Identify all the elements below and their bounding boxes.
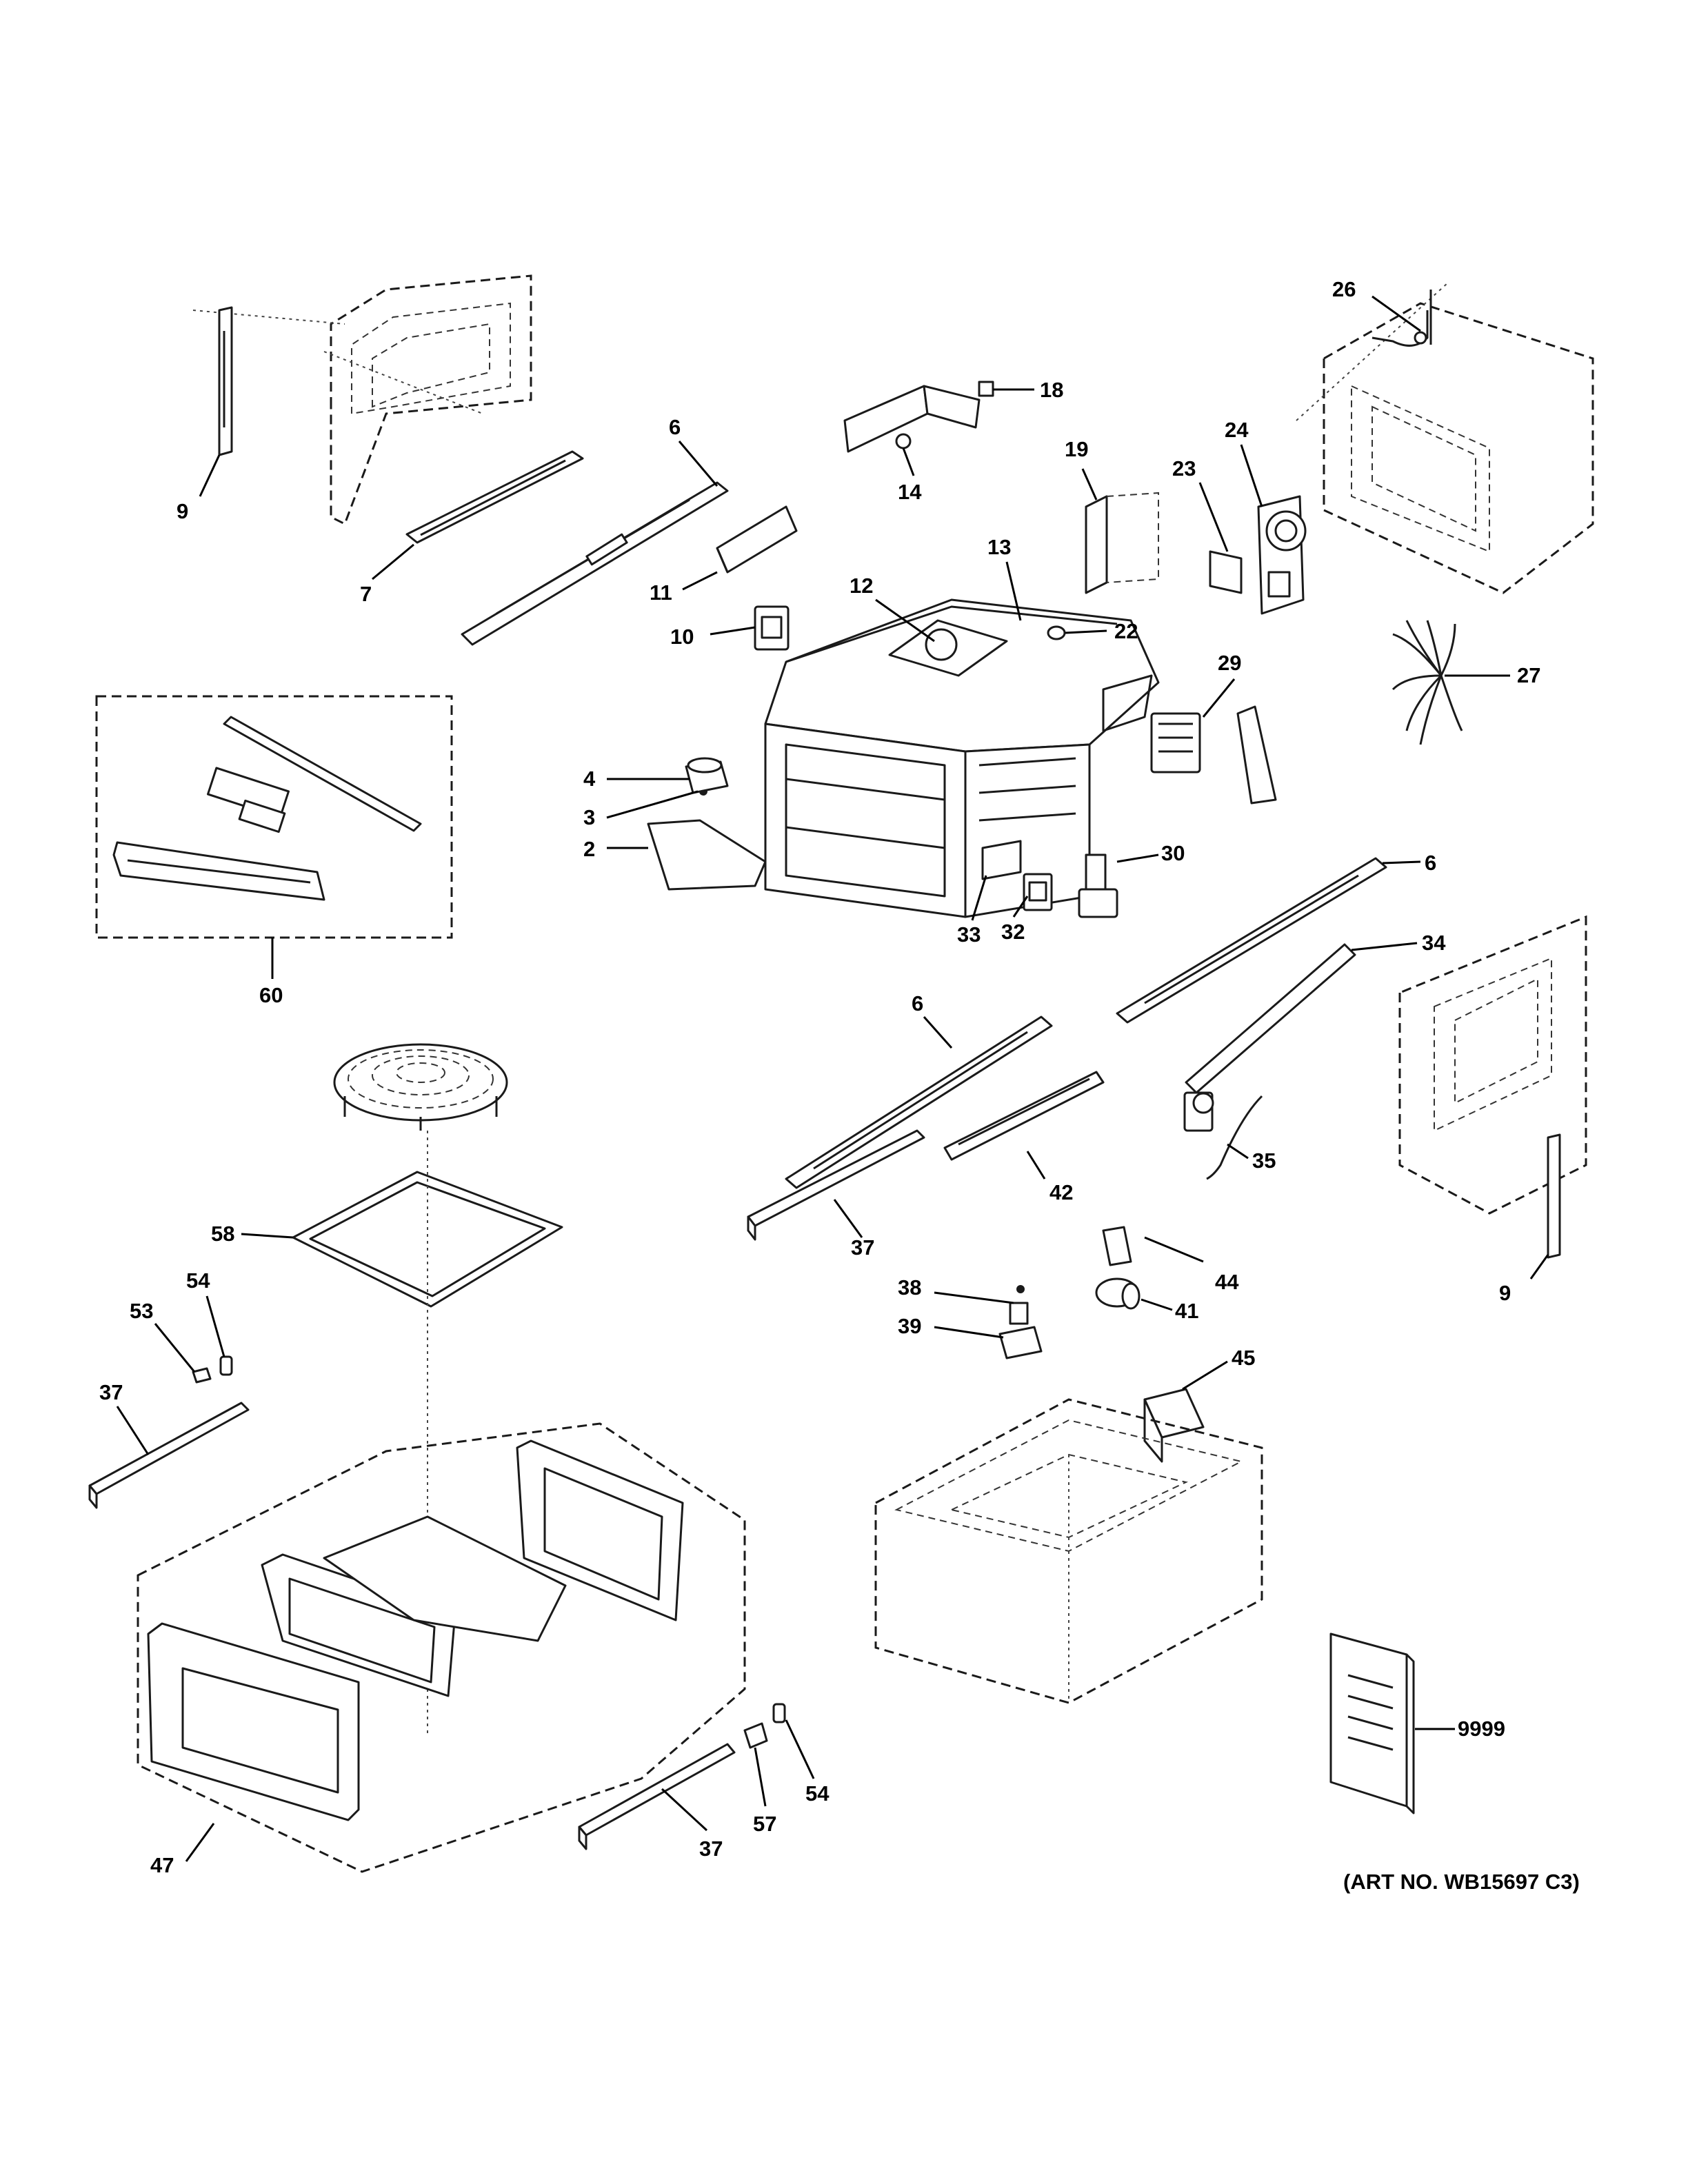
callout-22: 22 — [1114, 619, 1138, 643]
part-22-thermal-fuse — [1047, 625, 1066, 640]
left-outer-cabinet-panel — [192, 274, 532, 526]
callout-39: 39 — [898, 1314, 921, 1338]
slide-rail-part-6-mid — [785, 1015, 1053, 1189]
callout-14: 14 — [898, 480, 922, 504]
callout-9999: 9999 — [1458, 1717, 1505, 1741]
part-54-spring-lower — [772, 1703, 786, 1723]
callout-37-left: 37 — [99, 1380, 123, 1404]
callout-38: 38 — [898, 1275, 921, 1300]
callout-4: 4 — [583, 767, 596, 791]
part-35-wire — [1206, 1095, 1263, 1180]
part-19-filter-frame — [1085, 492, 1159, 594]
part-38-screw — [1016, 1285, 1025, 1293]
part-45-transformer — [1143, 1388, 1205, 1463]
part-33-cover — [981, 840, 1022, 880]
manual-part-9999 — [1329, 1632, 1415, 1814]
callout-54-upper: 54 — [186, 1268, 210, 1293]
callout-30: 30 — [1161, 841, 1185, 865]
part-30-stirrer-motor — [1078, 853, 1118, 918]
callout-6-top: 6 — [669, 415, 681, 439]
slide-rail-part-6-top — [461, 481, 729, 646]
callout-27: 27 — [1517, 663, 1540, 687]
part-32-switch — [1023, 873, 1053, 911]
part-54-spring-upper — [219, 1355, 233, 1376]
callout-6-right: 6 — [1425, 851, 1436, 875]
callout-57: 57 — [753, 1812, 776, 1836]
callout-37-mid: 37 — [851, 1235, 874, 1260]
callout-29: 29 — [1218, 651, 1241, 675]
callout-18: 18 — [1040, 378, 1063, 402]
callout-47: 47 — [150, 1853, 174, 1877]
side-trim-part-9-right — [1547, 1133, 1561, 1259]
rail-part-37-bottom — [578, 1743, 736, 1850]
callout-24: 24 — [1225, 418, 1249, 442]
callout-33: 33 — [957, 922, 981, 947]
callout-58: 58 — [211, 1222, 234, 1246]
callout-3: 3 — [583, 805, 595, 829]
part-10-interlock-switch — [754, 605, 790, 651]
door-assembly-part-47 — [137, 1422, 746, 1873]
part-14-bracket — [843, 385, 981, 453]
callout-35: 35 — [1252, 1149, 1276, 1173]
part-39-bracket — [998, 1302, 1043, 1359]
bracket-part-34 — [1183, 943, 1356, 1132]
art-number: (ART NO. WB15697 C3) — [1343, 1870, 1580, 1894]
callout-10: 10 — [670, 625, 694, 649]
callout-41: 41 — [1175, 1299, 1198, 1323]
part-53-hinge-left — [192, 1367, 212, 1384]
callout-13: 13 — [987, 535, 1011, 559]
vent-grille-part-42 — [943, 1071, 1105, 1161]
callout-42: 42 — [1049, 1180, 1073, 1204]
rail-part-37-left — [88, 1402, 250, 1509]
callout-leaders — [116, 295, 1549, 1862]
control-panel-assembly-part-60 — [95, 695, 453, 939]
callout-2: 2 — [583, 837, 595, 861]
callout-9-right: 9 — [1499, 1281, 1511, 1305]
callout-19: 19 — [1065, 437, 1088, 461]
part-2-tray-plate — [647, 819, 767, 891]
callout-32: 32 — [1001, 920, 1025, 944]
rail-part-37-mid — [747, 1129, 925, 1241]
turntable-rack — [333, 1043, 508, 1131]
part-57-hinge — [743, 1722, 768, 1749]
part-24-fan-assembly — [1257, 495, 1307, 615]
callout-44: 44 — [1215, 1270, 1239, 1294]
callout-7: 7 — [360, 582, 372, 606]
vent-grille-part-7 — [405, 450, 584, 544]
callout-37-bottom: 37 — [699, 1837, 723, 1861]
right-outer-cabinet-panel — [1296, 282, 1594, 594]
slide-rail-part-6-right — [1116, 857, 1387, 1024]
callout-45: 45 — [1232, 1346, 1255, 1370]
part-41-capacitor — [1095, 1277, 1141, 1310]
part-27-wire-bundle — [1391, 620, 1463, 745]
callout-23: 23 — [1172, 456, 1196, 481]
part-4-motor — [685, 757, 729, 794]
callout-9-left: 9 — [177, 499, 188, 523]
part-18-clip — [978, 381, 994, 397]
callout-60: 60 — [259, 983, 283, 1007]
right-lower-side-panel — [1398, 915, 1587, 1215]
callout-53: 53 — [130, 1299, 153, 1323]
callout-34: 34 — [1422, 931, 1446, 955]
callout-26: 26 — [1332, 277, 1356, 301]
part-23-cover-sheet — [1209, 550, 1243, 594]
callout-12: 12 — [850, 574, 873, 598]
base-pan-outline — [874, 1398, 1263, 1704]
callout-6-mid: 6 — [912, 991, 923, 1015]
side-trim-part-9-left — [218, 306, 233, 456]
part-26-wire-harness — [1372, 290, 1432, 347]
part-44-clip — [1102, 1226, 1132, 1266]
part-11-cover-box — [716, 505, 798, 574]
callout-54-lower: 54 — [805, 1781, 830, 1806]
part-29-magnetron — [1150, 705, 1277, 805]
callout-11: 11 — [650, 580, 672, 605]
callout-labels: 9 7 6 11 10 12 13 14 18 19 22 23 24 26 2… — [99, 277, 1540, 1877]
